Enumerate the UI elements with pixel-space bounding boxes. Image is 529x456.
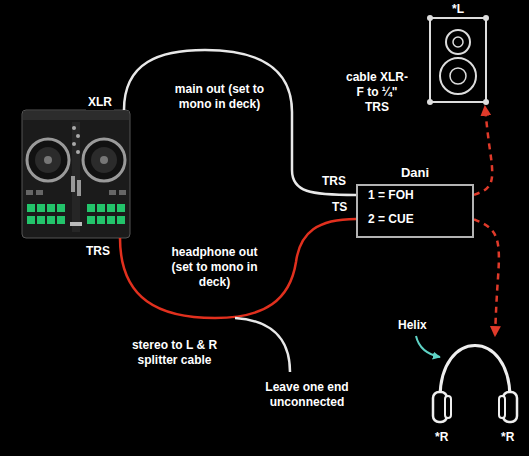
device-name: Dani (356, 166, 474, 180)
dj-controller-part (76, 150, 80, 154)
dj-controller-part-part (57, 204, 65, 212)
dj-controller (22, 110, 130, 238)
dj-controller-part (71, 176, 75, 192)
dj-controller-part-part (27, 204, 35, 212)
speaker-dome (450, 68, 466, 84)
headphones-node: *R *R (425, 336, 525, 450)
dj-controller-part (72, 126, 76, 130)
dj-controller-part (83, 139, 125, 181)
dj-controller-part (109, 190, 116, 195)
dj-controller-part (91, 147, 117, 173)
dj-controller-part-part (107, 216, 115, 224)
speaker-dome (453, 37, 463, 47)
speaker-cabinet (430, 18, 486, 102)
dj-controller-part-part (107, 204, 115, 212)
dj-controller-part (76, 134, 80, 138)
dj-controller-part (44, 156, 52, 164)
dj-controller-part-part (97, 204, 105, 212)
dj-controller-part-part (117, 216, 125, 224)
dj-controller-part (36, 190, 43, 195)
dj-controller-part-part (87, 216, 95, 224)
helix-leader (416, 336, 440, 357)
speaker-driver (446, 30, 470, 54)
speaker-driver (440, 58, 476, 94)
headphone-cable (120, 219, 356, 318)
dj-controller-part (100, 156, 108, 164)
dj-controller-part-part (47, 204, 55, 212)
channel-label: 2 = CUE (368, 212, 414, 226)
dj-controller-part-part (97, 216, 105, 224)
channel-label: 1 = FOH (368, 188, 414, 202)
connector-name: TRS (84, 244, 112, 259)
ear-label: *R (501, 430, 514, 444)
corner-dot (483, 15, 489, 21)
dj-controller-part (77, 180, 81, 196)
ear-label: *R (435, 430, 448, 444)
signal-arrow (474, 219, 499, 336)
dj-controller-part-part (87, 204, 95, 212)
cable-note: cable XLR-F to ¼" TRS (341, 70, 413, 115)
splitter-stub (235, 318, 290, 372)
device-callout: Helix (396, 318, 429, 333)
ear-pad (445, 396, 451, 418)
dj-controller-part (22, 110, 130, 238)
corner-dot (427, 99, 433, 105)
cable-note: stereo to L & R splitter cable (115, 338, 234, 368)
dj-controller-part-part (27, 216, 35, 224)
connector-name: TRS (320, 174, 348, 189)
dj-controller-part-part (57, 216, 65, 224)
dj-controller-part (72, 122, 80, 232)
dj-controller-part (119, 190, 126, 195)
dj-controller-part-part (37, 216, 45, 224)
connector-name: TS (330, 200, 349, 215)
dj-controller-part (23, 111, 129, 120)
main-out-cable (124, 50, 356, 195)
dj-controller-part-part (37, 204, 45, 212)
dj-controller-part (27, 139, 69, 181)
speaker-node: *L (426, 2, 490, 106)
dj-controller-part-part (117, 204, 125, 212)
corner-dot (427, 15, 433, 21)
cable-note: main out (set to mono in deck) (160, 82, 279, 112)
ear-pad (499, 396, 505, 418)
signal-arrow (474, 106, 492, 195)
dj-controller-part (35, 147, 61, 173)
dj-controller-part (26, 190, 33, 195)
cable-note: headphone out (set to mono in deck) (160, 245, 269, 290)
headband (440, 346, 510, 399)
connector-name: XLR (86, 95, 114, 110)
cable-note: Leave one end unconnected (255, 380, 359, 410)
speaker-label: *L (426, 2, 490, 16)
dj-controller-part (72, 142, 76, 146)
corner-dot (483, 99, 489, 105)
dj-controller-part-part (47, 216, 55, 224)
dj-controller-part (27, 204, 125, 224)
dj-controller-part (70, 222, 82, 226)
speaker-symbol (426, 2, 490, 106)
device-box: Dani 1 = FOH 2 = CUE (356, 166, 474, 238)
